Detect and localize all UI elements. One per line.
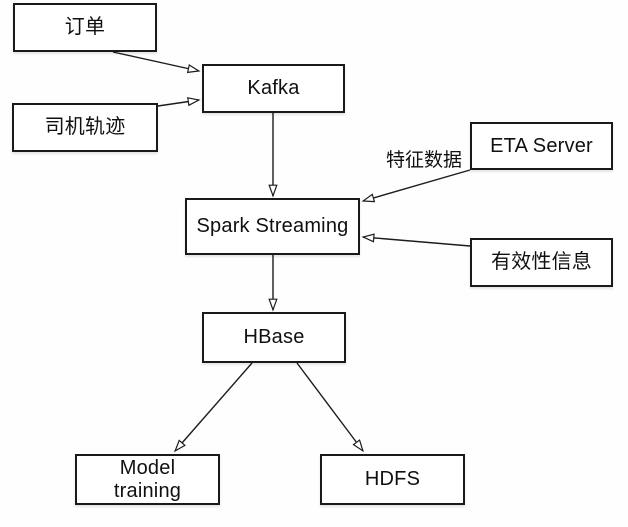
node-kafka: Kafka	[202, 64, 345, 113]
node-model-training: Model training	[75, 454, 220, 505]
node-orders-label: 订单	[64, 16, 106, 38]
node-model-training-label: Model training	[113, 456, 182, 502]
node-driver-track-label: 司机轨迹	[44, 116, 126, 138]
node-validity-info-label: 有效性信息	[491, 251, 592, 273]
node-hbase: HBase	[202, 312, 346, 363]
arrow-driver-track-to-kafka	[157, 100, 199, 107]
node-spark-streaming-label: Spark Streaming	[196, 215, 349, 237]
node-hbase-label: HBase	[243, 326, 305, 348]
arrow-eta-server-to-spark-streaming	[363, 169, 471, 201]
arrow-hbase-to-model-training	[175, 362, 253, 451]
node-hdfs-label: HDFS	[364, 468, 421, 490]
node-hdfs: HDFS	[320, 454, 465, 505]
arrow-hbase-to-hdfs	[296, 362, 363, 451]
node-eta-server: ETA Server	[470, 122, 613, 170]
node-driver-track: 司机轨迹	[12, 103, 158, 152]
node-orders: 订单	[13, 3, 157, 52]
edge-label-feature-data: 特征数据	[385, 150, 462, 171]
node-eta-server-label: ETA Server	[490, 134, 593, 157]
node-kafka-label: Kafka	[247, 77, 300, 99]
node-spark-streaming: Spark Streaming	[185, 198, 360, 255]
arrow-orders-to-kafka	[112, 51, 199, 71]
arrow-validity-info-to-spark-streaming	[363, 237, 471, 247]
node-validity-info: 有效性信息	[470, 238, 613, 287]
